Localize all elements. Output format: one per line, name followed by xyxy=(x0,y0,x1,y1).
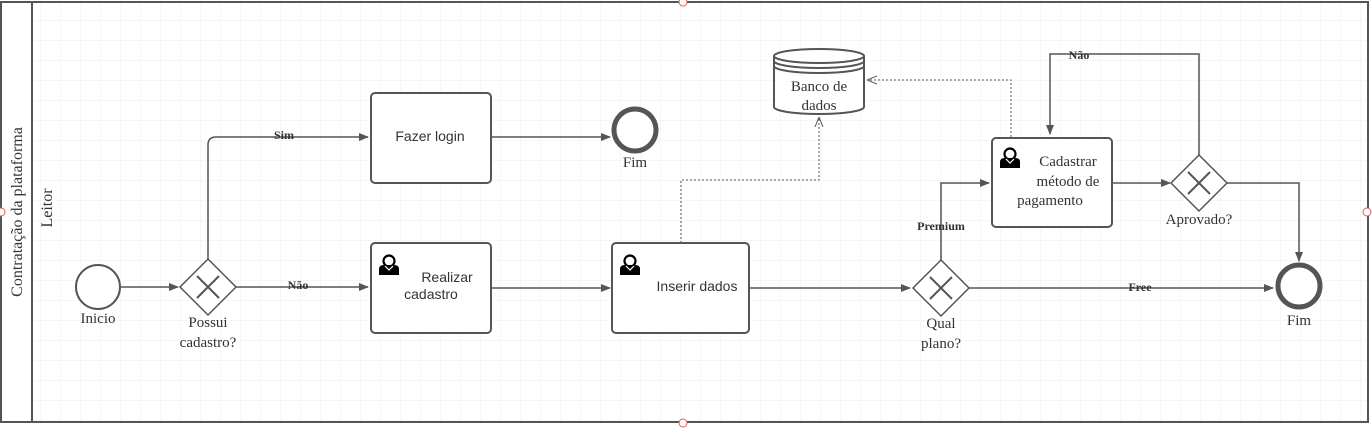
edge-label-nao-cadastro: Não xyxy=(288,278,309,292)
end-event-top-label: Fim xyxy=(623,155,648,171)
gateway-qual-plano-label-1: Qual xyxy=(926,316,955,332)
task-realizar-cadastro-label-1: Realizar xyxy=(421,269,473,285)
database-label-1: Banco de xyxy=(791,79,848,95)
resize-handle-left[interactable] xyxy=(0,207,6,217)
task-fazer-login[interactable] xyxy=(370,92,492,184)
task-inserir-dados[interactable] xyxy=(611,242,750,334)
database-label-2: dados xyxy=(802,98,837,114)
task-realizar-cadastro-label-2: cadastro xyxy=(404,286,458,302)
start-event-label: Inicio xyxy=(81,311,116,327)
end-event-final[interactable] xyxy=(1275,262,1323,310)
resize-handle-right[interactable] xyxy=(1362,207,1372,217)
data-association-pagamento[interactable] xyxy=(868,80,1012,137)
end-event-final-label: Fim xyxy=(1287,313,1312,329)
edge-label-sim: Sim xyxy=(274,128,294,142)
edge-premium[interactable] xyxy=(940,179,990,260)
gateway-qual-plano-label-2: plano? xyxy=(921,336,961,352)
edge-sim[interactable] xyxy=(207,133,369,259)
gateway-qual-plano[interactable] xyxy=(911,258,971,318)
gateway-possui-cadastro-label-2: cadastro? xyxy=(180,335,237,351)
task-cadastrar-pagamento-label-3: pagamento xyxy=(1017,193,1083,209)
end-event-top[interactable] xyxy=(611,106,659,154)
lane-title: Leitor xyxy=(39,188,56,228)
pool-title: Contratação da plataforma xyxy=(9,127,26,297)
edge-label-premium: Premium xyxy=(917,219,965,233)
data-association-inserir[interactable] xyxy=(680,118,819,243)
task-cadastrar-pagamento[interactable] xyxy=(991,137,1113,228)
task-fazer-login-label: Fazer login xyxy=(395,128,464,144)
task-inserir-dados-label: Inserir dados xyxy=(657,278,738,294)
start-event[interactable] xyxy=(75,264,121,310)
edge-nao-aprovado[interactable] xyxy=(1046,53,1200,155)
resize-handle-bottom[interactable] xyxy=(678,418,688,428)
edge-label-nao-aprovado: Não xyxy=(1069,48,1090,62)
gateway-possui-cadastro[interactable] xyxy=(178,257,238,317)
edge-label-free: Free xyxy=(1128,280,1152,294)
task-cadastrar-pagamento-label-1: Cadastrar xyxy=(1039,154,1096,170)
task-realizar-cadastro[interactable] xyxy=(370,242,492,334)
edge-aprovado-to-end[interactable] xyxy=(1227,182,1303,262)
gateway-aprovado-label: Aprovado? xyxy=(1166,212,1233,228)
gateway-aprovado[interactable] xyxy=(1169,153,1229,213)
gateway-possui-cadastro-label-1: Possui xyxy=(188,315,227,331)
task-cadastrar-pagamento-label-2: método de xyxy=(1037,174,1100,190)
pool-border[interactable] xyxy=(0,1,1369,423)
resize-handle-top[interactable] xyxy=(678,0,688,7)
database-icon[interactable] xyxy=(773,48,865,115)
